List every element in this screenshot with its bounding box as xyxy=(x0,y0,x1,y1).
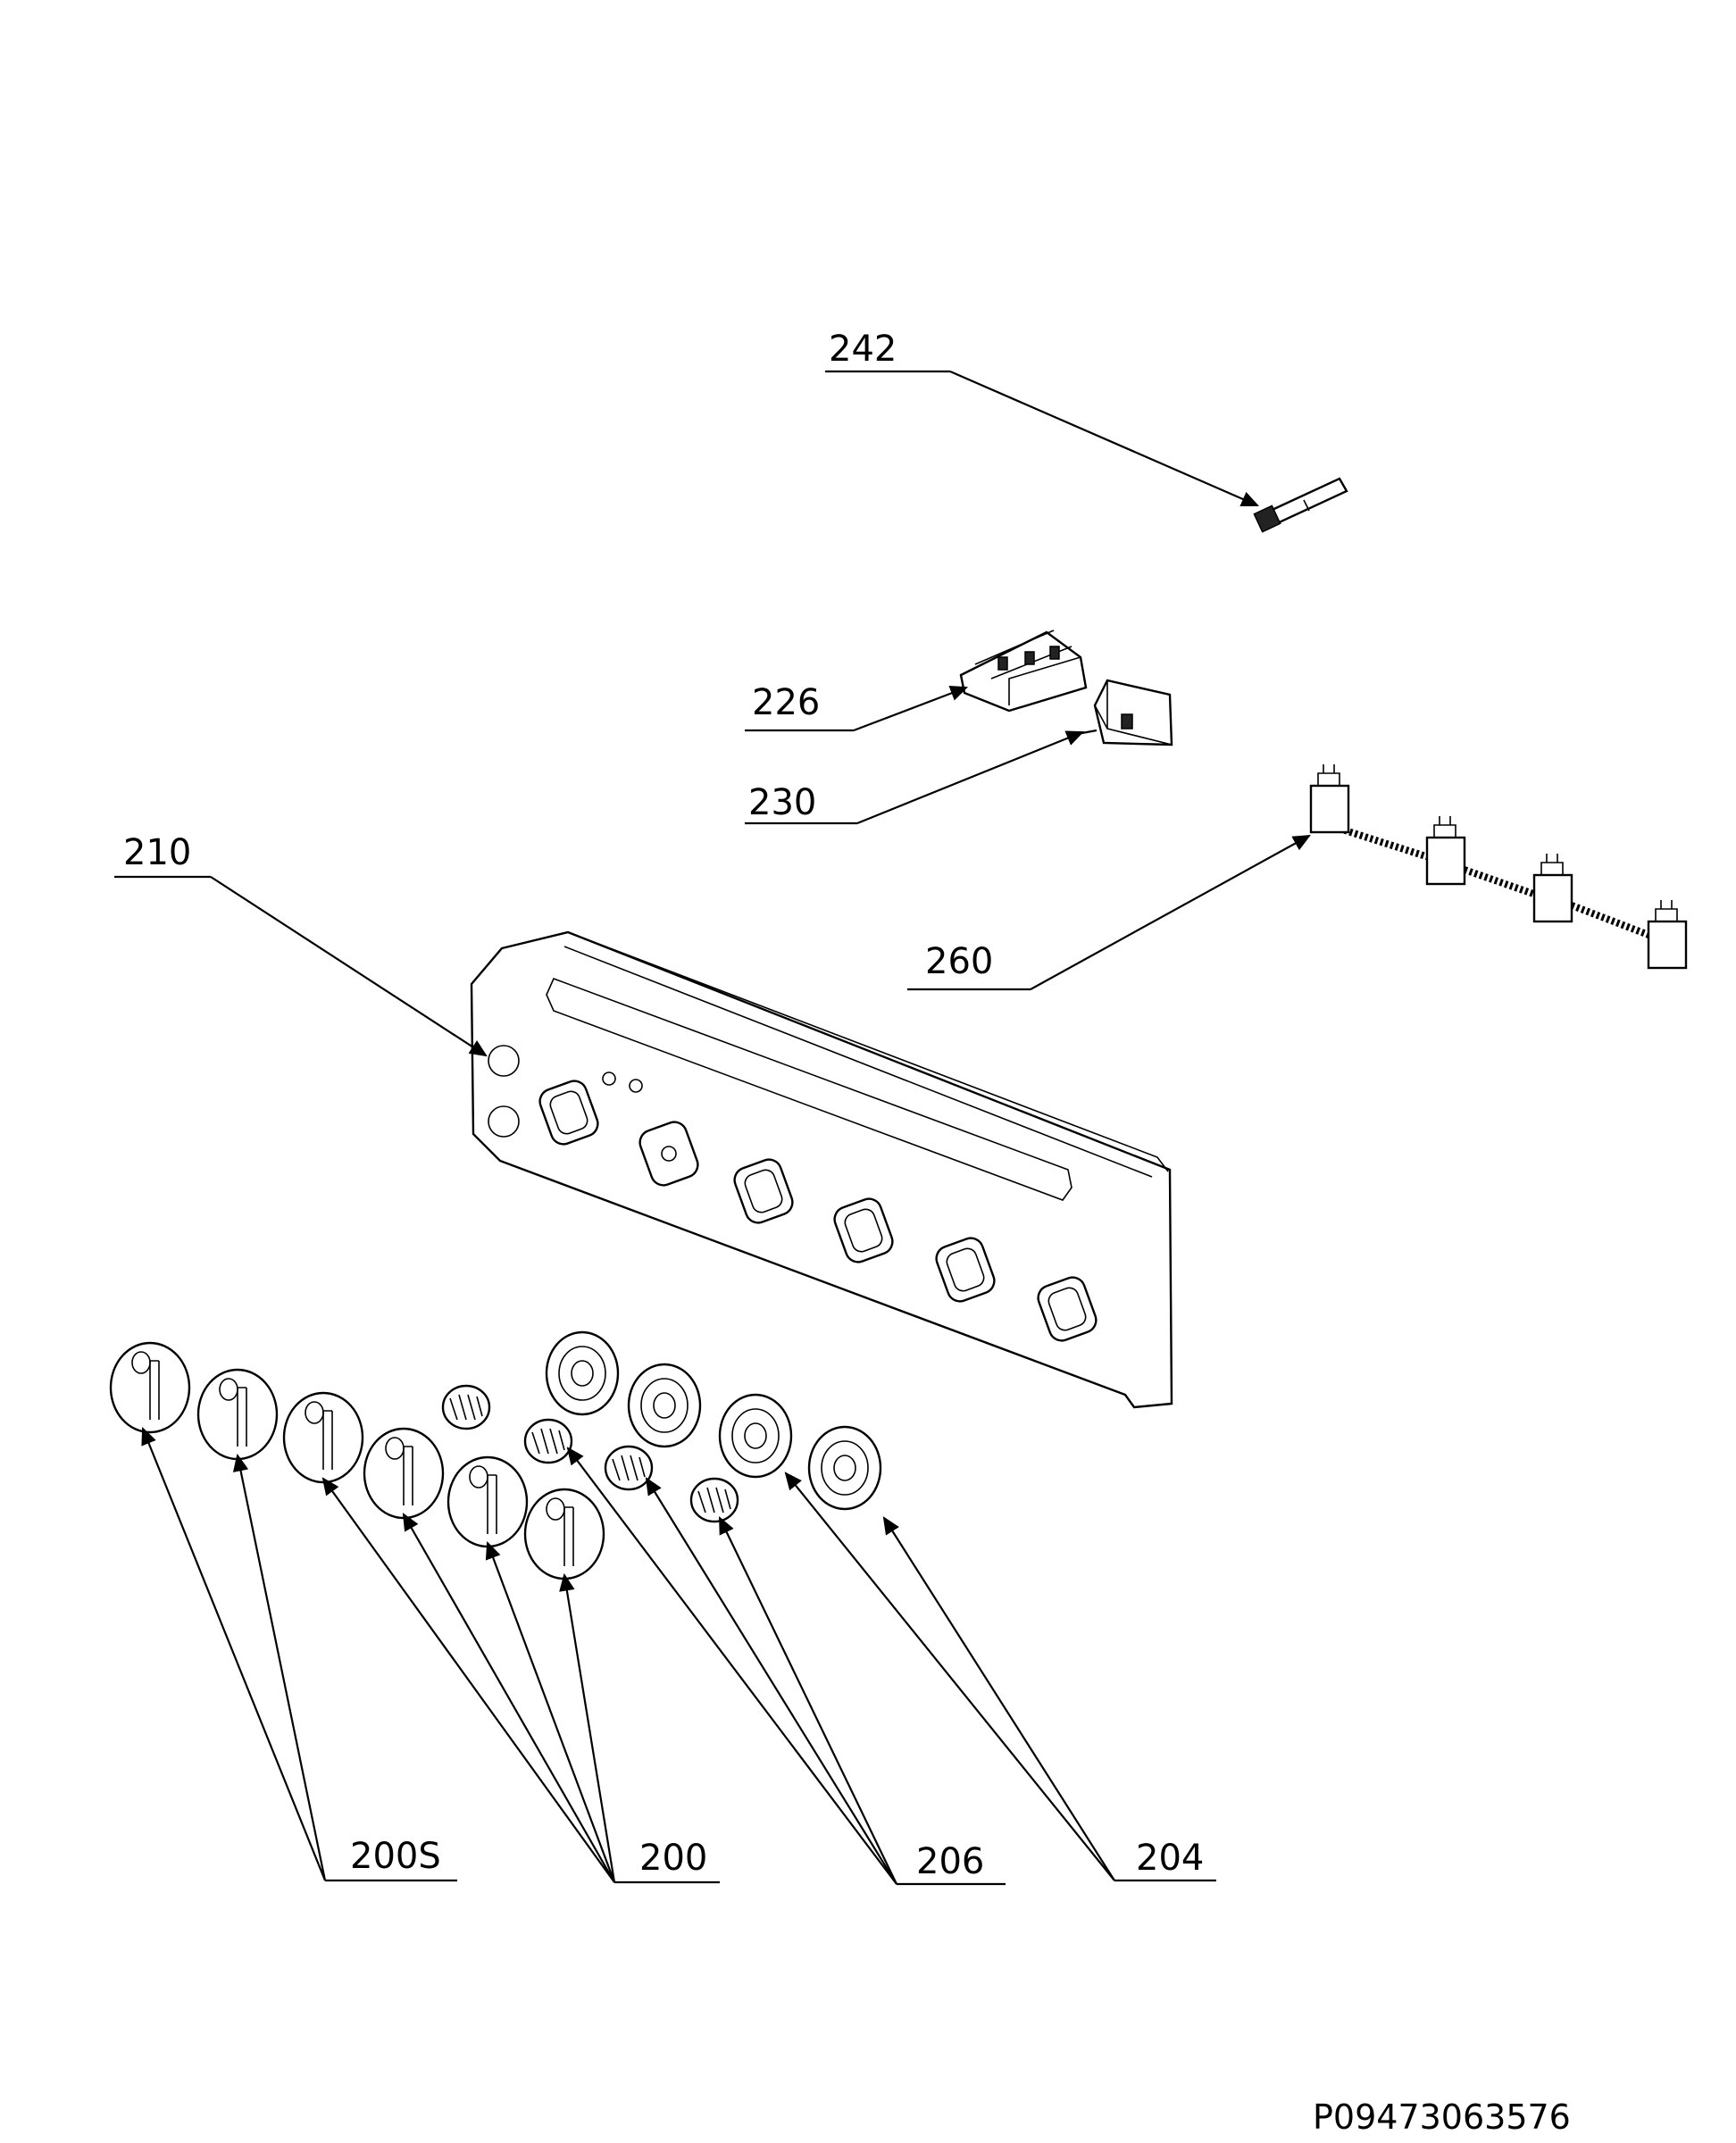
callout-200: 200 xyxy=(321,1477,720,1884)
part-260-ignition-harness xyxy=(1309,764,1688,970)
part-204-bezels xyxy=(545,1330,882,1511)
svg-text:210: 210 xyxy=(123,832,191,873)
callout-200s: 200S xyxy=(141,1426,457,1882)
knob-6 xyxy=(523,1488,605,1580)
svg-text:260: 260 xyxy=(925,941,993,982)
callout-226: 226 xyxy=(745,682,969,732)
drawing-code: P09473063576 xyxy=(1313,2097,1571,2137)
svg-text:206: 206 xyxy=(916,1841,984,1882)
part-206-springs xyxy=(441,1384,739,1523)
callout-204: 204 xyxy=(784,1472,1216,1882)
svg-text:226: 226 xyxy=(752,682,820,723)
knob-4 xyxy=(363,1427,445,1520)
callout-210: 210 xyxy=(114,832,488,1057)
part-242-probe xyxy=(1253,477,1348,533)
knob-5 xyxy=(447,1455,529,1548)
svg-text:230: 230 xyxy=(748,782,816,823)
knob-3 xyxy=(282,1391,364,1484)
knob-1 xyxy=(109,1341,191,1434)
part-226-terminal-block xyxy=(959,630,1088,713)
part-230-switch xyxy=(1076,679,1173,746)
svg-text:242: 242 xyxy=(829,329,897,370)
knob-2 xyxy=(196,1368,279,1461)
svg-text:200: 200 xyxy=(639,1838,707,1879)
callout-230: 230 xyxy=(745,730,1085,825)
callout-206: 206 xyxy=(566,1447,1006,1886)
callout-242: 242 xyxy=(825,329,1260,507)
svg-text:200S: 200S xyxy=(350,1836,441,1877)
part-200-knobs xyxy=(109,1341,605,1580)
svg-text:204: 204 xyxy=(1136,1838,1204,1879)
callout-260: 260 xyxy=(907,834,1311,991)
part-210-control-panel xyxy=(470,930,1173,1409)
